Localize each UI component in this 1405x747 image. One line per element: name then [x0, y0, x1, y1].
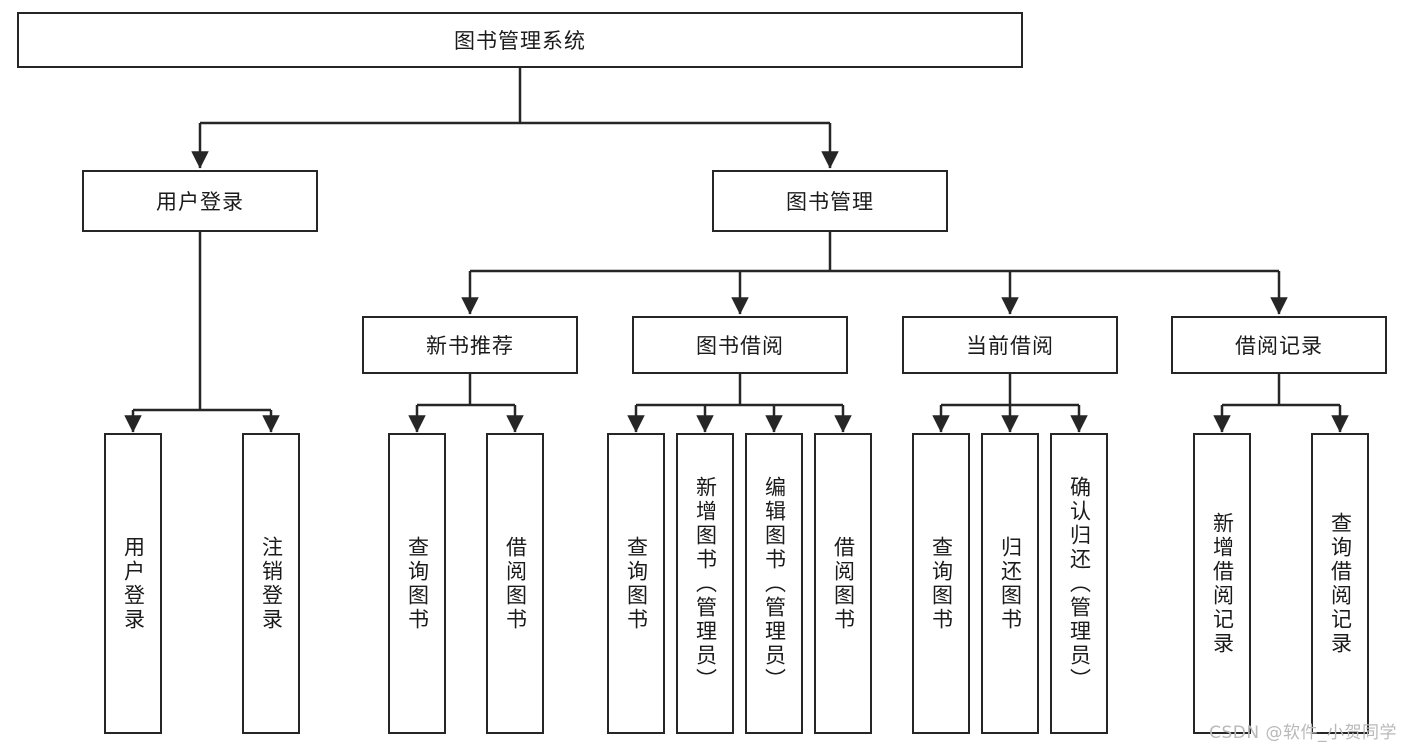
leaf-current-borrow-confirm-label: 确认归还（管理员） — [1067, 475, 1092, 692]
node-borrow-record[interactable]: 借阅记录 — [1171, 316, 1387, 374]
leaf-current-borrow-return[interactable]: 归还图书 — [981, 433, 1039, 734]
leaf-user-login-signout-label: 注销登录 — [259, 535, 284, 632]
node-root-label: 图书管理系统 — [454, 29, 586, 53]
node-book-manage-label: 图书管理 — [786, 190, 874, 214]
leaf-borrow-book-edit[interactable]: 编辑图书（管理员） — [745, 433, 803, 734]
leaf-new-book-borrow-label: 借阅图书 — [503, 535, 528, 632]
leaf-borrow-record-add-label: 新增借阅记录 — [1210, 511, 1235, 656]
leaf-borrow-book-edit-label: 编辑图书（管理员） — [762, 475, 787, 692]
node-new-book-label: 新书推荐 — [426, 334, 514, 358]
leaf-current-borrow-confirm[interactable]: 确认归还（管理员） — [1050, 433, 1108, 734]
leaf-new-book-query-label: 查询图书 — [405, 535, 430, 632]
leaf-borrow-book-add[interactable]: 新增图书（管理员） — [676, 433, 734, 734]
node-borrow-book-label: 图书借阅 — [696, 334, 784, 358]
node-current-borrow-label: 当前借阅 — [966, 334, 1054, 358]
leaf-new-book-query[interactable]: 查询图书 — [388, 433, 446, 734]
leaf-current-borrow-query[interactable]: 查询图书 — [912, 433, 970, 734]
node-book-manage[interactable]: 图书管理 — [712, 170, 948, 232]
node-user-login[interactable]: 用户登录 — [82, 170, 318, 232]
leaf-borrow-record-add[interactable]: 新增借阅记录 — [1193, 433, 1251, 734]
leaf-borrow-book-query-label: 查询图书 — [624, 535, 649, 632]
node-new-book[interactable]: 新书推荐 — [362, 316, 578, 374]
node-borrow-record-label: 借阅记录 — [1235, 334, 1323, 358]
leaf-new-book-borrow[interactable]: 借阅图书 — [486, 433, 544, 734]
leaf-current-borrow-query-label: 查询图书 — [929, 535, 954, 632]
node-user-login-label: 用户登录 — [156, 190, 244, 214]
leaf-borrow-record-query-label: 查询借阅记录 — [1328, 511, 1353, 656]
leaf-borrow-book-borrow[interactable]: 借阅图书 — [814, 433, 872, 734]
leaf-current-borrow-return-label: 归还图书 — [998, 535, 1023, 632]
leaf-borrow-book-borrow-label: 借阅图书 — [831, 535, 856, 632]
leaf-user-login-signin[interactable]: 用户登录 — [104, 433, 162, 734]
node-root[interactable]: 图书管理系统 — [17, 12, 1023, 68]
node-current-borrow[interactable]: 当前借阅 — [902, 316, 1118, 374]
leaf-user-login-signin-label: 用户登录 — [121, 535, 146, 632]
leaf-borrow-book-add-label: 新增图书（管理员） — [693, 475, 718, 692]
leaf-borrow-book-query[interactable]: 查询图书 — [607, 433, 665, 734]
node-borrow-book[interactable]: 图书借阅 — [632, 316, 848, 374]
leaf-user-login-signout[interactable]: 注销登录 — [242, 433, 300, 734]
leaf-borrow-record-query[interactable]: 查询借阅记录 — [1311, 433, 1369, 734]
